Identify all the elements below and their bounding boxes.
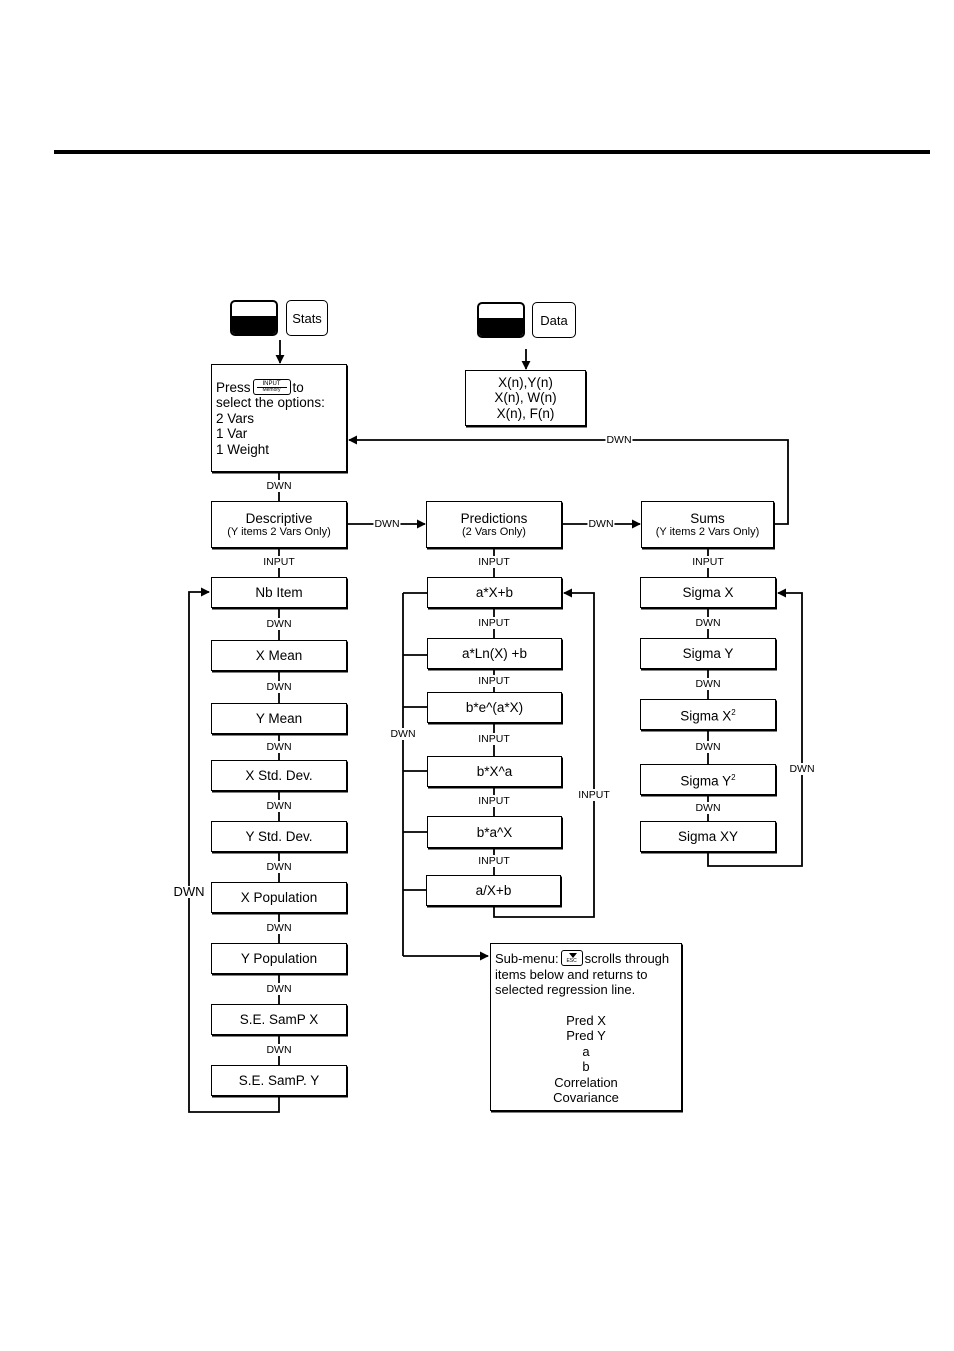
descriptive-item: Y Mean — [211, 703, 347, 734]
arrow-sums-to-menu — [348, 435, 789, 525]
header-rule — [54, 150, 930, 154]
descriptive-item: Y Population — [211, 943, 347, 974]
category-title: Predictions — [460, 510, 528, 526]
shift-key-icon — [477, 302, 525, 338]
input-label: INPUT — [477, 556, 511, 568]
input-label: INPUT — [691, 556, 725, 568]
dwn-label: DWN — [265, 681, 293, 693]
sums-box: Sums (Y items 2 Vars Only) — [641, 501, 774, 548]
arrow-descriptive-loop — [188, 587, 280, 1113]
input-label: INPUT — [262, 556, 296, 568]
data-format-box: X(n),Y(n) X(n), W(n) X(n), F(n) — [465, 370, 586, 426]
prediction-item: a/X+b — [426, 875, 561, 906]
submenu-item: Pred Y — [566, 1028, 606, 1043]
descriptive-item: S.E. SamP X — [211, 1004, 347, 1035]
stats-key: Stats — [286, 300, 328, 336]
category-subtitle: (2 Vars Only) — [462, 525, 526, 538]
sums-item: Sigma X — [640, 577, 776, 608]
dwn-label: DWN — [694, 802, 722, 814]
shift-key-icon — [230, 300, 278, 336]
input-label: INPUT — [477, 617, 511, 629]
sums-item: Sigma XY — [640, 821, 776, 852]
descriptive-item: Y Std. Dev. — [211, 821, 347, 852]
dwn-label: DWN — [694, 741, 722, 753]
option-item: 1 Weight — [216, 441, 270, 457]
input-label: INPUT — [477, 795, 511, 807]
input-label: INPUT — [477, 675, 511, 687]
data-format-line: X(n), F(n) — [496, 405, 555, 421]
dwn-label: DWN — [265, 983, 293, 995]
descriptive-box: Descriptive (Y items 2 Vars Only) — [211, 501, 347, 548]
sums-item: Sigma Y — [640, 638, 776, 669]
dwn-loop-label: DWN — [788, 763, 816, 775]
dwn-label: DWN — [605, 434, 633, 446]
descriptive-item: X Std. Dev. — [211, 760, 347, 791]
dwn-label: DWN — [265, 741, 293, 753]
input-loop-label: INPUT — [577, 789, 611, 801]
dwn-label: DWN — [694, 617, 722, 629]
input-label: INPUT — [477, 855, 511, 867]
dwn-label: DWN — [587, 518, 615, 530]
data-format-line: X(n),Y(n) — [498, 374, 553, 390]
option-item: 2 Vars — [216, 410, 255, 426]
category-subtitle: (Y items 2 Vars Only) — [655, 525, 760, 538]
descriptive-item: X Population — [211, 882, 347, 913]
arrow-sums-loop — [707, 588, 803, 867]
category-subtitle: (Y items 2 Vars Only) — [227, 525, 331, 538]
category-title: Sums — [690, 510, 725, 526]
data-key-label: Data — [540, 312, 568, 328]
dwn-label: DWN — [265, 922, 293, 934]
prediction-item: b*e^(a*X) — [427, 692, 562, 723]
sums-item: Sigma Y2 — [640, 764, 776, 795]
dwn-label: DWN — [265, 800, 293, 812]
dwn-label: DWN — [373, 518, 401, 530]
prediction-item: a*Ln(X) +b — [427, 638, 562, 669]
dwn-label: DWN — [265, 1044, 293, 1056]
submenu-item: Pred X — [566, 1012, 606, 1028]
dwn-label: DWN — [265, 618, 293, 630]
descriptive-item: X Mean — [211, 640, 347, 671]
dwn-submenu-label: DWN — [389, 728, 417, 740]
option-item: 1 Var — [216, 426, 248, 442]
predictions-box: Predictions (2 Vars Only) — [426, 501, 562, 548]
dwn-label: DWN — [265, 480, 293, 492]
arrow-predictions-loop — [493, 588, 595, 918]
data-format-line: X(n), W(n) — [494, 390, 557, 406]
prediction-item: a*X+b — [427, 577, 562, 608]
category-title: Descriptive — [245, 510, 313, 526]
sums-item: Sigma X2 — [640, 699, 776, 730]
descriptive-item: Nb Item — [211, 577, 347, 608]
dwn-loop-label: DWN — [172, 884, 206, 899]
submenu-item: a — [582, 1043, 590, 1059]
prediction-item: b*X^a — [427, 756, 562, 787]
data-key: Data — [532, 302, 576, 338]
prediction-item: b*a^X — [427, 816, 562, 848]
down-arrow-key-icon: ESC — [560, 950, 583, 966]
submenu-item: Correlation — [554, 1074, 618, 1090]
descriptive-item: S.E. SamP. Y — [211, 1065, 347, 1096]
input-label: INPUT — [477, 733, 511, 745]
submenu-item: b — [582, 1059, 590, 1074]
dwn-label: DWN — [694, 678, 722, 690]
dwn-label: DWN — [265, 861, 293, 873]
submenu-item: Covariance — [553, 1090, 619, 1105]
stats-key-label: Stats — [292, 310, 322, 326]
select-options-text: select the options: — [216, 395, 325, 411]
